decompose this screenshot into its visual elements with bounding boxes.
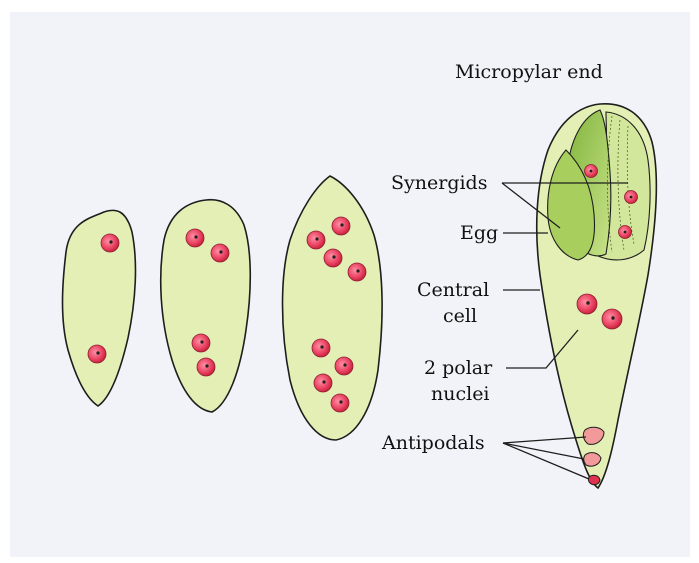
egg-nucleus	[585, 165, 598, 178]
nucleus	[88, 345, 106, 363]
antipodal-cell	[588, 475, 600, 484]
nucleus	[101, 234, 119, 252]
nucleus	[348, 263, 366, 281]
polar-nucleus	[602, 309, 622, 329]
label-synergids: Synergids	[391, 172, 487, 194]
label-central-cell-line2: cell	[443, 305, 477, 327]
nucleus	[197, 358, 215, 376]
nucleus	[324, 249, 342, 267]
nucleus	[335, 357, 353, 375]
label-polar-nuclei-line1: 2 polar	[424, 357, 493, 379]
synergid-nucleus	[625, 191, 638, 204]
nucleus	[314, 374, 332, 392]
nucleus	[192, 334, 210, 352]
label-polar-nuclei-line2: nuclei	[431, 383, 490, 405]
nucleus	[186, 229, 204, 247]
label-central-cell-line1: Central	[417, 279, 489, 301]
label-antipodals: Antipodals	[381, 432, 485, 454]
label-egg: Egg	[460, 222, 498, 244]
nucleus	[332, 217, 350, 235]
nucleus	[307, 231, 325, 249]
polar-nucleus	[577, 294, 597, 314]
nucleus	[211, 244, 229, 262]
label-micropylar-end: Micropylar end	[455, 61, 603, 83]
nucleus	[331, 394, 349, 412]
synergid-nucleus	[619, 226, 632, 239]
nucleus	[312, 339, 330, 357]
